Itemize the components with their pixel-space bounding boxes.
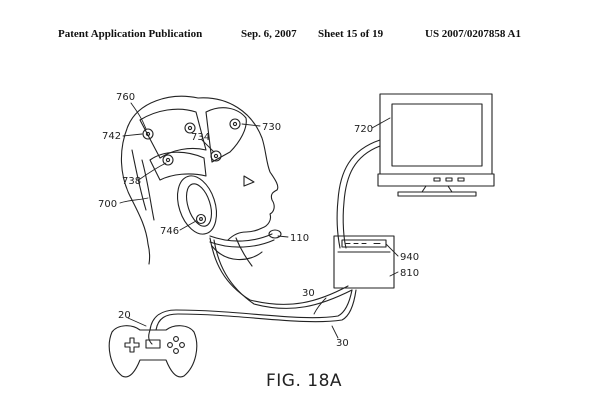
label-738: 738 [122,176,141,187]
controller-cable [149,289,353,331]
label-720: 720 [354,124,373,135]
neck-collar [211,245,263,261]
controller-dpad [124,337,140,353]
head-outline [127,95,279,241]
label-700: 700 [98,199,117,210]
headband-top-strap [205,107,247,163]
hair-strand [131,149,147,211]
headset-cable [209,237,349,305]
ear-cup [176,175,218,235]
monitor-foot [397,191,477,197]
label-742: 742 [102,131,121,142]
game-controller [108,325,198,378]
electrode-738 [162,154,174,166]
neck-front [235,237,253,267]
label-734: 734 [191,132,210,143]
figure-caption: FIG. 18A [266,371,342,391]
controller-cable [155,289,357,331]
sheet-number: Sheet 15 of 19 [318,28,384,40]
electrode-760 [184,122,196,134]
monitor-cable [342,145,381,249]
ear-cup-inner [185,183,213,227]
label-940: 940 [400,252,419,263]
label-810: 810 [400,268,419,279]
label-110: 110 [290,233,309,244]
label-30-lower: 30 [336,338,349,349]
controller-center [145,339,161,349]
controller-button [173,336,179,342]
controller-button [173,348,179,354]
monitor-screen [391,103,483,167]
electrode-734 [210,150,222,162]
controller-button [167,342,173,348]
neck-back [147,243,151,265]
electrode-730 [229,118,241,130]
headband-front-strap [139,108,207,159]
microphone-boom [209,233,273,242]
patent-number: US 2007/0207858 A1 [425,28,521,40]
publication-title: Patent Application Publication [58,28,203,40]
head-back-outline [120,125,149,245]
console-box [333,235,395,289]
electrode-742 [142,128,154,140]
controller-button [179,342,185,348]
console-display [341,239,387,248]
eye [243,175,255,187]
microphone [268,229,282,239]
label-746: 746 [160,226,179,237]
monitor-button [433,177,441,182]
monitor-base [377,173,495,187]
monitor-stand [421,185,453,193]
headset-cable [213,239,353,309]
label-760: 760 [116,92,135,103]
hair-strand [141,159,155,221]
label-730: 730 [262,122,281,133]
electrode-ear [195,213,207,225]
publication-date: Sep. 6, 2007 [241,28,297,40]
headband-rear-strap [149,151,207,181]
leader-lines [119,102,399,339]
label-20: 20 [118,310,131,321]
monitor-frame [379,93,493,175]
patent-header: Patent Application Publication Sep. 6, 2… [0,24,603,44]
controller-cable-loop [148,329,153,345]
monitor-button [445,177,453,182]
monitor-button [457,177,465,182]
microphone-boom [209,239,275,248]
label-30-upper: 30 [302,288,315,299]
